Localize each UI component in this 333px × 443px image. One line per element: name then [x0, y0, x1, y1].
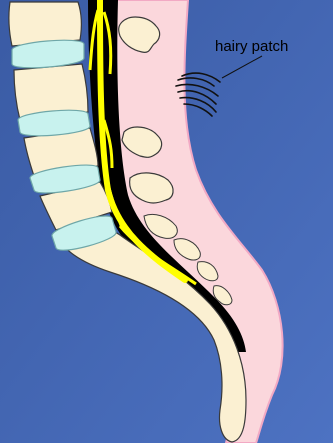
disc-2: [18, 110, 90, 136]
annotation-label: hairy patch: [215, 38, 288, 55]
vertebra-1: [9, 2, 81, 46]
disc-1: [12, 40, 84, 68]
